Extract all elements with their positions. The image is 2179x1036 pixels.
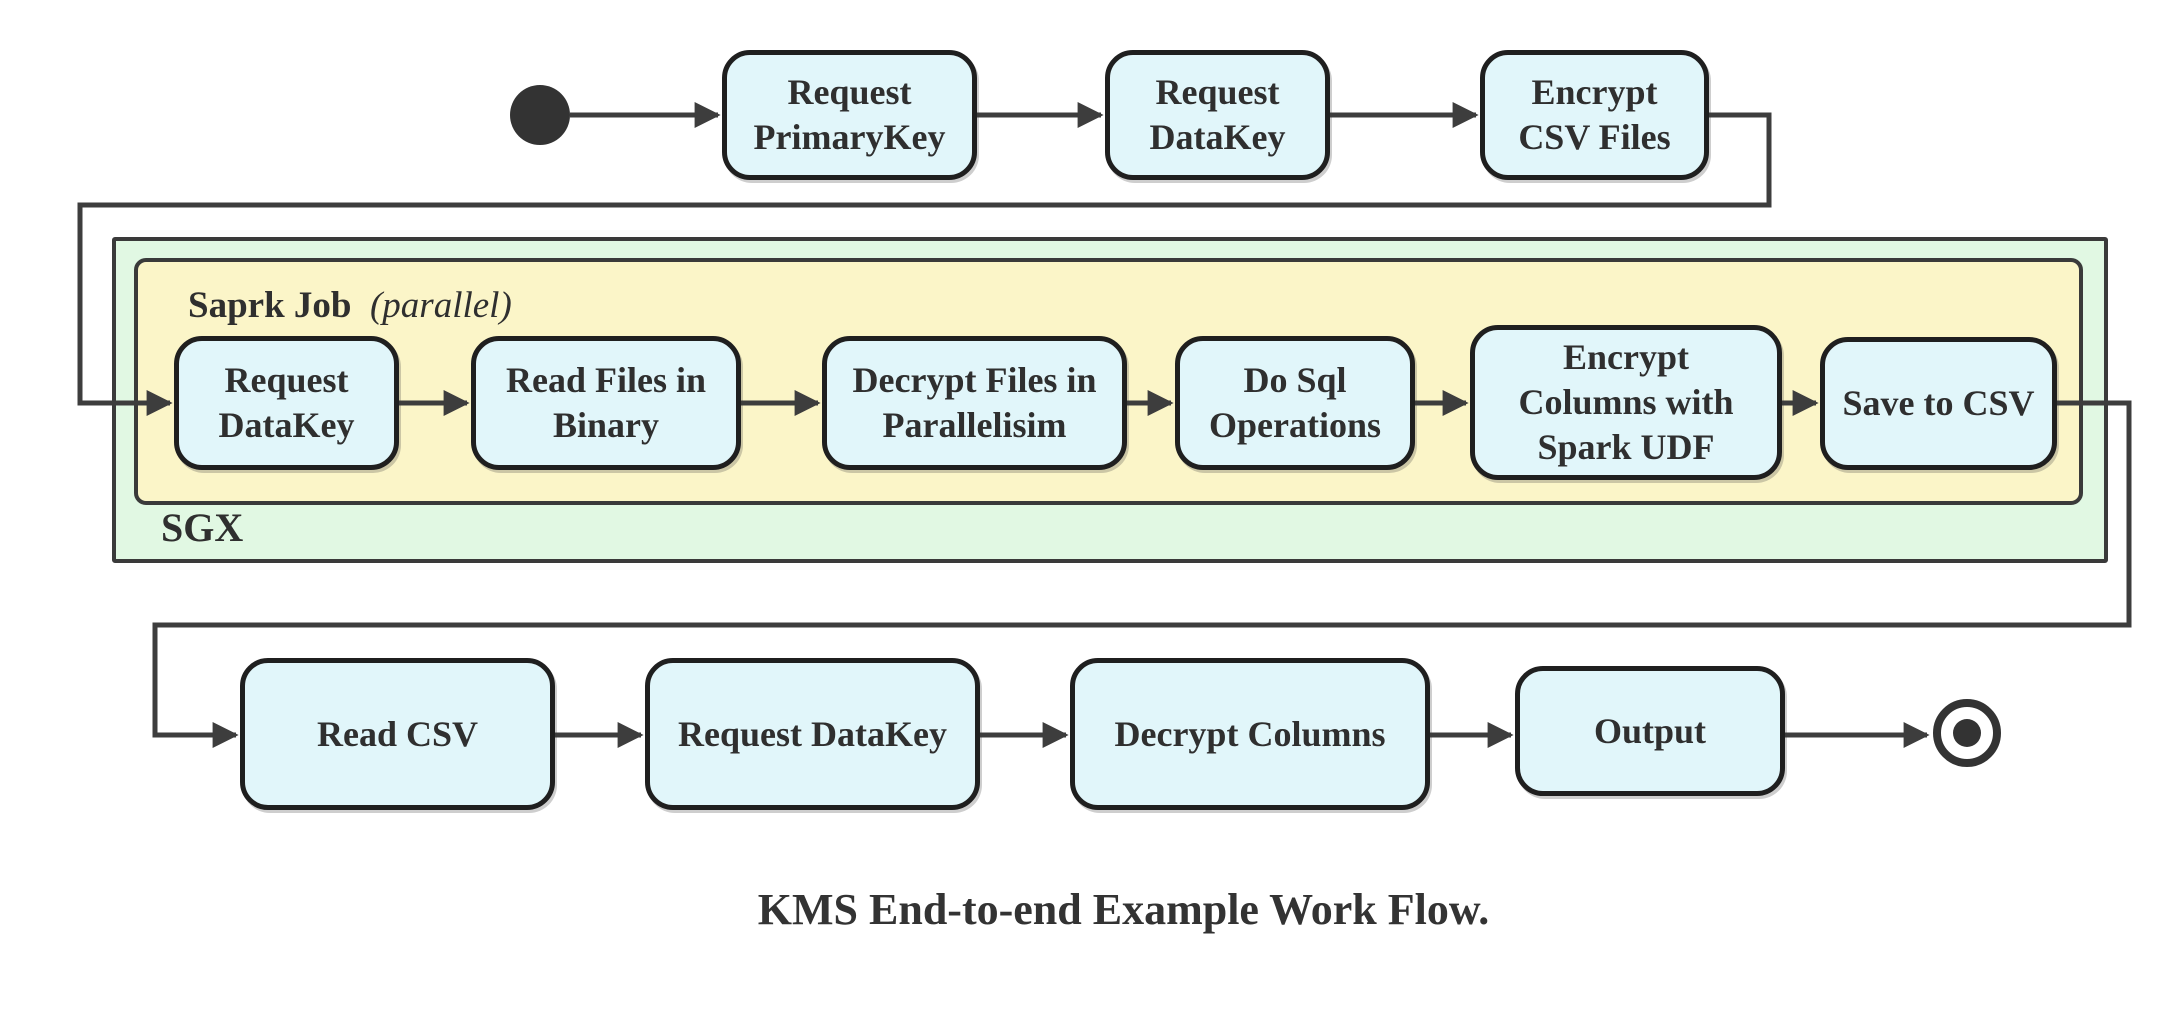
edge-encrypt-csv-to-sgx-request-datakey	[77, 112, 1772, 416]
final-state-node	[1933, 699, 2001, 767]
state-decrypt-columns: Decrypt Columns	[1070, 658, 1430, 810]
state-request-datakey-sgx: Request DataKey	[174, 336, 399, 470]
state-read-files-in-binary: Read Files in Binary	[471, 336, 741, 470]
sgx-label: SGX	[161, 505, 244, 550]
state-read-csv: Read CSV	[240, 658, 555, 810]
spark-job-label: Saprk Job (parallel)	[188, 284, 512, 327]
initial-state-node	[510, 85, 570, 145]
state-request-primarykey: Request PrimaryKey	[722, 50, 977, 180]
diagram-caption: KMS End-to-end Example Work Flow.	[757, 885, 1490, 934]
spark-job-title: Saprk Job	[188, 285, 352, 326]
state-encrypt-columns-with-spark-udf: Encrypt Columns with Spark UDF	[1470, 325, 1782, 480]
state-encrypt-csv-files: Encrypt CSV Files	[1480, 50, 1709, 180]
edge-save-csv-to-read-csv	[152, 400, 2132, 748]
state-decrypt-files-in-parallelisim: Decrypt Files in Parallelisim	[822, 336, 1127, 470]
state-do-sql-operations: Do Sql Operations	[1175, 336, 1415, 470]
state-output: Output	[1515, 666, 1785, 796]
state-save-to-csv: Save to CSV	[1820, 337, 2057, 470]
state-request-datakey-client: Request DataKey	[645, 658, 980, 810]
spark-job-annotation: (parallel)	[369, 285, 512, 326]
state-request-datakey-top: Request DataKey	[1105, 50, 1330, 180]
